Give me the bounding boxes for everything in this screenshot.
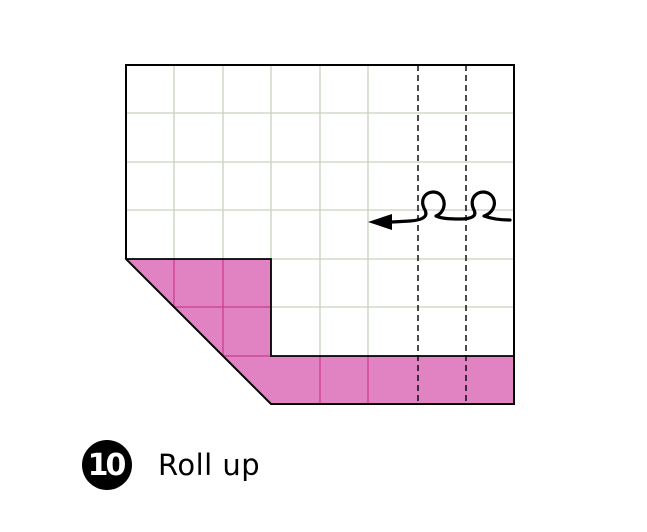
paper-grid	[126, 65, 514, 356]
arrowhead	[368, 214, 392, 230]
step-label: 10 Roll up	[82, 440, 260, 490]
roll-arrow-icon	[390, 190, 512, 224]
colored-strip-bottom	[271, 356, 514, 404]
step-instruction: Roll up	[158, 448, 261, 482]
step-number-badge: 10	[82, 440, 132, 490]
fold-lines	[417, 65, 467, 404]
paper-outline	[125, 64, 515, 405]
colored-grid	[173, 259, 369, 404]
flap-edge	[126, 258, 514, 357]
